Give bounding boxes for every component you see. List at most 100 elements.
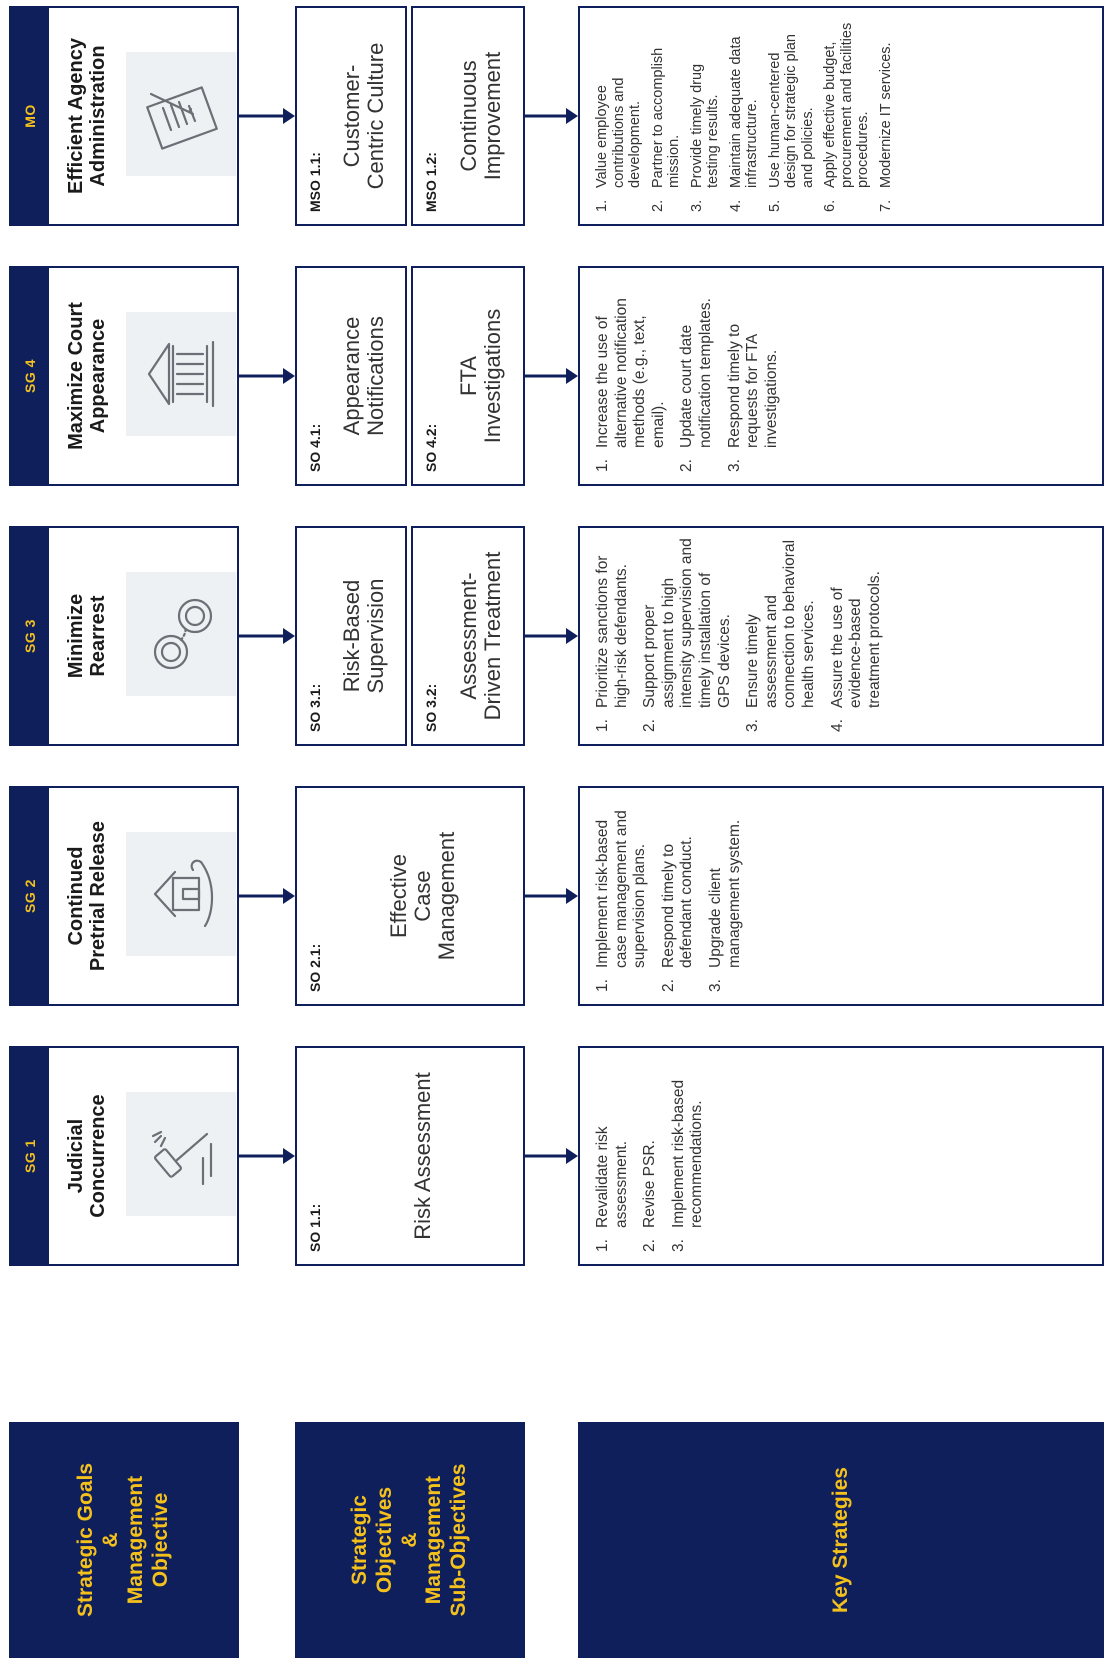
goal-icon-tile <box>126 52 236 176</box>
goal-title: Maximize Court Appearance <box>64 302 109 450</box>
objective-title: Risk-Based Supervision <box>339 578 388 694</box>
goal-tag-strip: SG 3 <box>11 528 49 744</box>
strategy-item: 1. Prioritize sanctions for high-risk def… <box>594 538 631 732</box>
strategy-number: 2. <box>659 979 677 992</box>
strategy-item: 4.Maintain adequate data infrastructure. <box>728 18 761 212</box>
strategy-item: 3. Upgrade client management system. <box>707 798 744 992</box>
goal-tag: MO <box>22 104 38 128</box>
strategy-item: 2.Respond timely to defendant conduct. <box>660 798 697 992</box>
strategy-list: 1.Increase the use of alternative notifi… <box>594 278 781 472</box>
strategies-box-sg2: 1. Implement risk-based case management a… <box>578 786 1104 1006</box>
strategy-number: 1. <box>594 1239 611 1252</box>
connector-arrow <box>525 101 578 131</box>
goal-card-sg4: SG 4 Maximize Court Appearance <box>9 266 239 486</box>
strategy-item: 5. Use human-centered design for strategi… <box>767 18 817 212</box>
strategy-number: 3. <box>725 459 743 472</box>
goal-tag-strip: MO <box>11 8 49 224</box>
strategies-row-header: Key Strategies <box>578 1422 1104 1658</box>
goal-title: Continued Pretrial Release <box>64 820 109 972</box>
strategy-number: 5. <box>766 199 783 212</box>
handcuffs-icon <box>153 598 213 670</box>
strategy-text: Update court date notification templates… <box>678 298 714 448</box>
strategy-item: 1.Revalidate risk assessment. <box>594 1058 631 1252</box>
objective-code: MSO 1.1: <box>307 152 323 212</box>
strategy-number: 2. <box>641 719 659 732</box>
strategy-list: 1.Revalidate risk assessment. 2.Revise P… <box>594 1058 707 1252</box>
strategy-item: 1.Value employee contributions and devel… <box>594 18 644 212</box>
goal-card-sg3: SG 3 Minimize Rearrest <box>9 526 239 746</box>
goal-icon-tile <box>126 312 236 436</box>
objective-box-so3-2: SO 3.2: Assessment- Driven Treatment <box>411 526 525 746</box>
strategy-number: 4. <box>828 719 846 732</box>
goal-tag: SG 1 <box>22 1139 38 1173</box>
strategy-text: Maintain adequate data infrastructure. <box>727 36 761 188</box>
objective-box-so4-2: SO 4.2: FTA Investigations <box>411 266 525 486</box>
strategies-box-mo: 1.Value employee contributions and devel… <box>578 6 1104 226</box>
strategy-number: 3. <box>669 1239 687 1252</box>
goal-title: Minimize Rearrest <box>64 593 109 679</box>
strategy-text: Upgrade client management system. <box>706 819 743 968</box>
strategies-box-sg1: 1.Revalidate risk assessment. 2.Revise P… <box>578 1046 1104 1266</box>
strategy-number: 1. <box>594 459 611 472</box>
strategy-text: Ensure timely assessment and connection … <box>744 539 817 708</box>
goal-title: Efficient Agency Administration <box>64 38 109 194</box>
strategy-text: Partner to accomplish mission. <box>649 47 683 188</box>
strategy-text: Use human-centered design for strategic … <box>766 34 816 188</box>
strategies-row-header-label: Key Strategies <box>828 1467 852 1613</box>
objective-code: SO 1.1: <box>307 1203 323 1252</box>
strategy-number: 2. <box>641 1239 659 1252</box>
objective-title: Appearance Notifications <box>339 316 388 436</box>
objective-title: Risk Assessment <box>410 1072 436 1240</box>
strategy-item: 2. Update court date notification templat… <box>678 278 715 472</box>
strategy-number: 2. <box>678 459 696 472</box>
strategy-number: 3. <box>706 979 724 992</box>
objective-box-so3-1: SO 3.1: Risk-Based Supervision <box>295 526 407 746</box>
connector-arrow <box>239 621 295 651</box>
strategy-text: Implement risk-based recommendations. <box>669 1079 706 1228</box>
objective-box-mso1-1: MSO 1.1: Customer- Centric Culture <box>295 6 407 226</box>
strategy-item: 3. Implement risk-based recommendations. <box>670 1058 707 1252</box>
strategy-text: Implement risk-based case management and… <box>594 810 649 968</box>
objectives-row-header: Strategic Objectives & Management Sub-Ob… <box>295 1422 525 1658</box>
objective-title: Continuous Improvement <box>456 51 505 181</box>
strategy-text: Assure the use of evidence-based treatme… <box>828 571 883 708</box>
goal-tag-strip: SG 1 <box>11 1048 49 1264</box>
strategy-item: 1.Increase the use of alternative notifi… <box>594 278 668 472</box>
strategy-number: 3. <box>688 199 705 212</box>
strategy-item: 7.Modernize IT services. <box>878 18 895 212</box>
objective-title: Assessment- Driven Treatment <box>456 551 505 721</box>
goal-card-sg2: SG 2 Continued Pretrial Release <box>9 786 239 1006</box>
strategies-box-sg4: 1.Increase the use of alternative notifi… <box>578 266 1104 486</box>
goal-tag: SG 2 <box>22 879 38 913</box>
strategy-number: 3. <box>744 719 762 732</box>
strategies-box-sg3: 1. Prioritize sanctions for high-risk def… <box>578 526 1104 746</box>
goal-tag: SG 3 <box>22 619 38 653</box>
goal-tag: SG 4 <box>22 359 38 393</box>
objective-code: SO 4.2: <box>423 423 439 472</box>
connector-arrow <box>239 1141 295 1171</box>
strategy-number: 1. <box>594 719 611 732</box>
objective-title: Customer- Centric Culture <box>339 42 388 190</box>
connector-arrow <box>525 881 578 911</box>
objective-code: SO 2.1: <box>307 943 323 992</box>
strategy-item: 3.Respond timely to requests for FTA inv… <box>726 278 782 472</box>
strategy-text: Value employee contributions and develop… <box>594 77 644 188</box>
strategy-item: 2.Revise PSR. <box>641 1058 660 1252</box>
objective-title: Effective Case Management <box>386 831 459 961</box>
strategy-item: 6.Apply effective budget, procurement an… <box>822 18 872 212</box>
strategy-text: Prioritize sanctions for high-risk defen… <box>594 555 630 708</box>
strategy-number: 1. <box>594 979 611 992</box>
strategy-text: Support proper assignment to high intens… <box>641 538 733 708</box>
objective-title: FTA Investigations <box>456 308 505 444</box>
gavel-icon <box>151 1130 213 1186</box>
connector-arrow <box>239 361 295 391</box>
objective-code: SO 3.2: <box>423 683 439 732</box>
goal-icon-tile <box>126 572 236 696</box>
strategy-list: 1. Prioritize sanctions for high-risk def… <box>594 538 884 732</box>
goal-card-sg1: SG 1 Judicial Concurrence <box>9 1046 239 1266</box>
strategy-text: Provide timely drug testing results. <box>688 63 722 188</box>
objectives-row-header-label: Strategic Objectives & Management Sub-Ob… <box>348 1463 471 1617</box>
strategy-list: 1. Implement risk-based case management a… <box>594 798 744 992</box>
strategy-text: Modernize IT services. <box>877 42 894 188</box>
goal-title: Judicial Concurrence <box>64 1094 109 1218</box>
